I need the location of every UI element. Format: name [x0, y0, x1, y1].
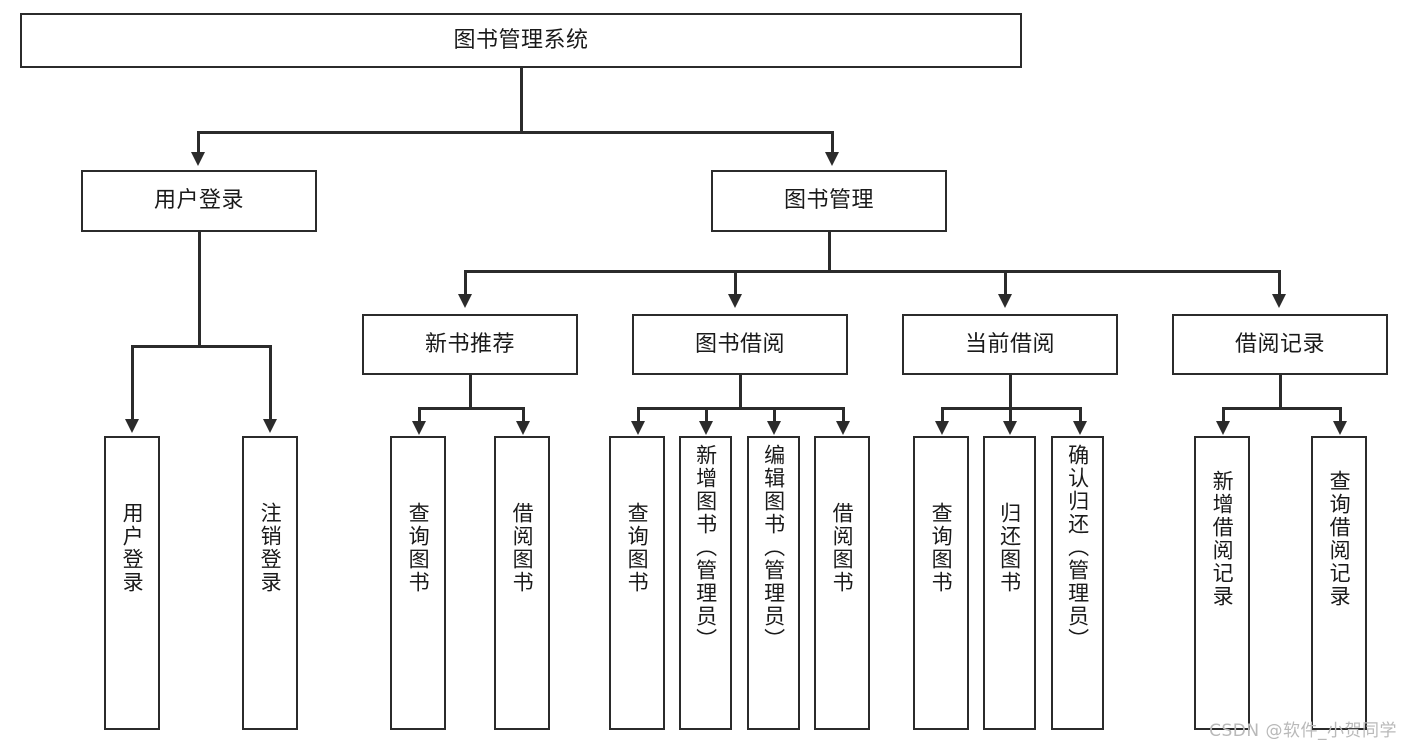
node-leaf-user-logout[interactable]: 注销登录 [242, 436, 298, 730]
node-leaf-query-book-1-label: 查询图书 [406, 502, 431, 594]
node-book-manage-label: 图书管理 [783, 188, 874, 214]
node-leaf-query-book-3-label: 查询图书 [929, 502, 954, 594]
connector-bm-drop-2 [734, 270, 737, 296]
node-leaf-query-record[interactable]: 查询借阅记录 [1311, 436, 1367, 730]
node-book-borrow[interactable]: 图书借阅 [632, 314, 848, 375]
node-leaf-add-book-label: 新增图书（管理员） [693, 444, 718, 651]
connector-bb-drop-2 [705, 407, 708, 423]
connector-cb-drop-2 [1009, 407, 1012, 423]
node-leaf-query-record-label: 查询借阅记录 [1327, 470, 1352, 608]
connector-root-to-user-login [197, 131, 200, 155]
arrowhead-leaf-query-book-1 [412, 421, 426, 435]
connector-br-trunk [1279, 375, 1282, 409]
connector-user-login-bus [131, 345, 269, 348]
node-leaf-user-login-label: 用户登录 [120, 502, 145, 594]
node-leaf-borrow-book-1[interactable]: 借阅图书 [494, 436, 550, 730]
arrowhead-book-manage [825, 152, 839, 166]
arrowhead-leaf-return-book [1003, 421, 1017, 435]
connector-root-trunk [520, 68, 523, 133]
node-leaf-borrow-book-2[interactable]: 借阅图书 [814, 436, 870, 730]
connector-root-to-book-manage [831, 131, 834, 155]
watermark-text: CSDN @软件_小贺同学 [1209, 721, 1397, 741]
connector-cb-drop-3 [1079, 407, 1082, 423]
node-leaf-query-book-2-label: 查询图书 [625, 502, 650, 594]
node-leaf-edit-book-label: 编辑图书（管理员） [761, 444, 786, 651]
node-current-borrow-label: 当前借阅 [964, 331, 1055, 357]
node-book-borrow-label: 图书借阅 [694, 331, 785, 357]
connector-bm-drop-1 [464, 270, 467, 296]
node-current-borrow[interactable]: 当前借阅 [902, 314, 1118, 375]
arrowhead-leaf-query-book-2 [631, 421, 645, 435]
arrowhead-leaf-query-book-3 [935, 421, 949, 435]
node-leaf-query-book-1[interactable]: 查询图书 [390, 436, 446, 730]
node-leaf-add-record-label: 新增借阅记录 [1210, 470, 1235, 608]
connector-nbr-bus [418, 407, 522, 410]
connector-nbr-drop-1 [418, 407, 421, 423]
arrowhead-borrow-record [1272, 294, 1286, 308]
arrowhead-user-login [191, 152, 205, 166]
connector-user-login-drop-2 [269, 345, 272, 421]
connector-cb-drop-1 [941, 407, 944, 423]
connector-bb-bus [637, 407, 842, 410]
connector-br-drop-1 [1222, 407, 1225, 423]
connector-bb-drop-4 [842, 407, 845, 423]
arrowhead-leaf-confirm-return [1073, 421, 1087, 435]
connector-book-manage-trunk [828, 232, 831, 272]
arrowhead-leaf-add-record [1216, 421, 1230, 435]
node-leaf-borrow-book-1-label: 借阅图书 [510, 502, 535, 594]
connector-bm-drop-4 [1278, 270, 1281, 296]
node-book-manage[interactable]: 图书管理 [711, 170, 947, 232]
connector-book-manage-bus [464, 270, 1280, 273]
node-root-label: 图书管理系统 [453, 27, 589, 53]
node-leaf-add-record[interactable]: 新增借阅记录 [1194, 436, 1250, 730]
node-borrow-record-label: 借阅记录 [1234, 331, 1325, 357]
connector-bb-drop-1 [637, 407, 640, 423]
connector-bm-drop-3 [1004, 270, 1007, 296]
node-leaf-user-login[interactable]: 用户登录 [104, 436, 160, 730]
connector-br-bus [1222, 407, 1339, 410]
arrowhead-leaf-add-book [699, 421, 713, 435]
connector-root-bus [197, 131, 833, 134]
arrowhead-leaf-borrow-book-1 [516, 421, 530, 435]
node-leaf-return-book-label: 归还图书 [997, 502, 1022, 594]
node-leaf-user-logout-label: 注销登录 [258, 502, 283, 594]
arrowhead-leaf-user-login [125, 419, 139, 433]
node-leaf-edit-book[interactable]: 编辑图书（管理员） [747, 436, 800, 730]
node-leaf-confirm-return-label: 确认归还（管理员） [1065, 444, 1090, 651]
connector-br-drop-2 [1339, 407, 1342, 423]
connector-user-login-drop-1 [131, 345, 134, 421]
node-leaf-borrow-book-2-label: 借阅图书 [830, 502, 855, 594]
arrowhead-book-borrow [728, 294, 742, 308]
node-new-book-rec[interactable]: 新书推荐 [362, 314, 578, 375]
connector-bb-trunk [739, 375, 742, 409]
node-leaf-query-book-3[interactable]: 查询图书 [913, 436, 969, 730]
arrowhead-leaf-borrow-book-2 [836, 421, 850, 435]
connector-user-login-trunk [198, 232, 201, 347]
node-user-login-label: 用户登录 [153, 188, 244, 214]
node-leaf-confirm-return[interactable]: 确认归还（管理员） [1051, 436, 1104, 730]
arrowhead-leaf-edit-book [767, 421, 781, 435]
connector-nbr-drop-2 [522, 407, 525, 423]
arrowhead-leaf-user-logout [263, 419, 277, 433]
node-user-login[interactable]: 用户登录 [81, 170, 317, 232]
node-new-book-rec-label: 新书推荐 [424, 331, 515, 357]
node-leaf-query-book-2[interactable]: 查询图书 [609, 436, 665, 730]
node-leaf-return-book[interactable]: 归还图书 [983, 436, 1036, 730]
arrowhead-new-book-rec [458, 294, 472, 308]
node-leaf-add-book[interactable]: 新增图书（管理员） [679, 436, 732, 730]
arrowhead-current-borrow [998, 294, 1012, 308]
connector-nbr-trunk [469, 375, 472, 409]
arrowhead-leaf-query-record [1333, 421, 1347, 435]
node-borrow-record[interactable]: 借阅记录 [1172, 314, 1388, 375]
connector-bb-drop-3 [773, 407, 776, 423]
connector-cb-trunk [1009, 375, 1012, 409]
node-root[interactable]: 图书管理系统 [20, 13, 1022, 68]
